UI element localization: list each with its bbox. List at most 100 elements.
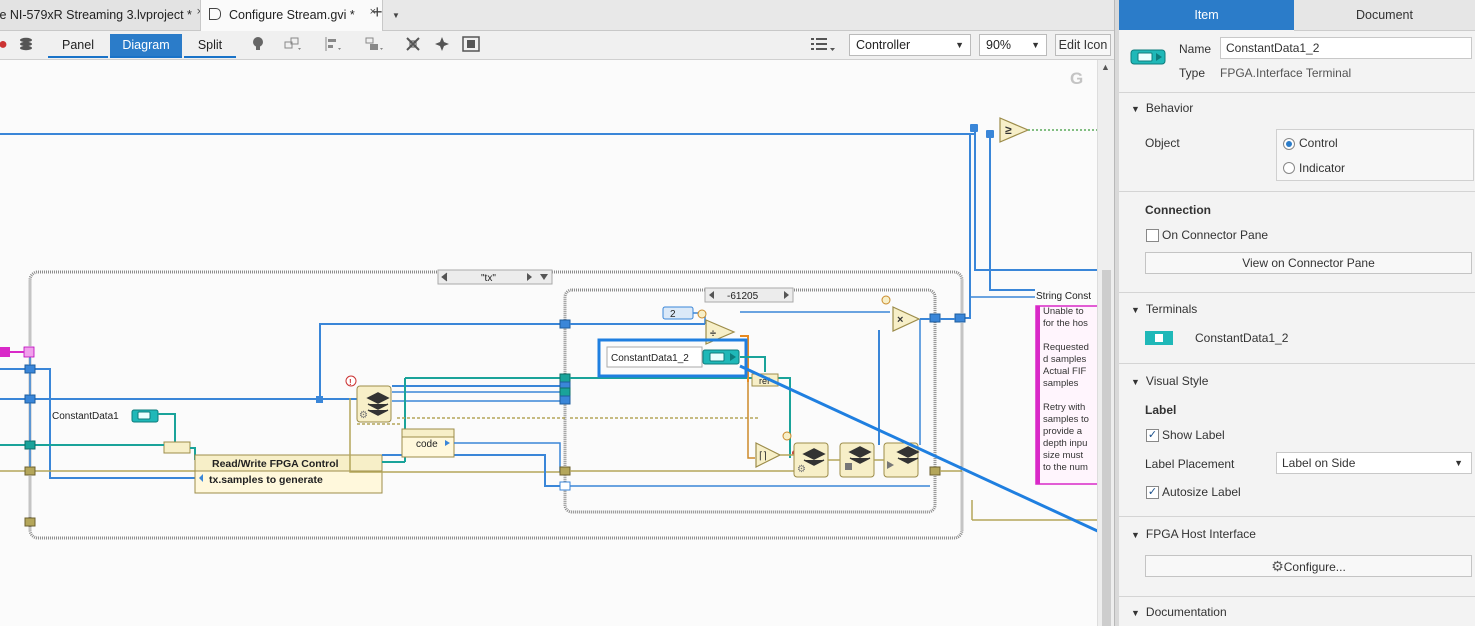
tab-project[interactable]: te NI-579xR Streaming 3.lvproject * ×	[0, 0, 210, 30]
add-tab-caret-icon[interactable]: ▼	[392, 11, 400, 20]
tab-configure-stream-label: Configure Stream.gvi *	[229, 8, 355, 22]
scroll-up-icon[interactable]: ▲	[1101, 62, 1110, 72]
chevron-down-icon: ▼	[1031, 35, 1040, 55]
scrollbar-thumb[interactable]	[1102, 270, 1111, 626]
documentation-heading: Documentation	[1146, 605, 1227, 619]
fpga-terminal-icon	[1130, 48, 1168, 66]
connection-heading: Connection	[1145, 203, 1211, 217]
constant-data1-label: ConstantData1	[52, 411, 119, 422]
distribute-icon[interactable]	[324, 36, 342, 54]
on-connector-pane-checkbox[interactable]	[1146, 229, 1159, 242]
unbundle-node[interactable]	[164, 442, 190, 453]
tab-bar: te NI-579xR Streaming 3.lvproject * × Co…	[0, 0, 1115, 31]
behavior-section-header[interactable]: ▼ Behavior	[1131, 101, 1193, 115]
inner-case-selector-label: -61205	[727, 291, 759, 302]
code-label: code	[416, 439, 438, 450]
expand-triangle-icon: ▼	[1131, 104, 1140, 114]
stop-icon[interactable]: ●	[0, 36, 12, 54]
case-selector-label: "tx"	[481, 273, 496, 284]
fpga-host-interface-section-header[interactable]: ▼ FPGA Host Interface	[1131, 527, 1256, 541]
on-connector-pane-label: On Connector Pane	[1162, 228, 1268, 242]
terminals-section-header[interactable]: ▼ Terminals	[1131, 302, 1197, 316]
indicator-radio[interactable]	[1283, 162, 1295, 174]
view-on-connector-pane-button[interactable]: View on Connector Pane	[1145, 252, 1472, 274]
properties-panel: Item Document Name ConstantData1_2 Type …	[1119, 0, 1475, 626]
toolbar: ● Panel Diagram Split Controller ▼ 90% ▼ E…	[0, 31, 1115, 60]
terminal-icon	[1145, 331, 1173, 345]
vertical-scrollbar[interactable]: ▲	[1097, 60, 1115, 626]
chevron-down-icon: ▼	[955, 35, 964, 55]
auto-layout-icon[interactable]	[433, 36, 451, 54]
svg-text:⚙: ⚙	[797, 464, 806, 475]
gear-icon: ⚙	[1271, 558, 1284, 574]
show-label-checkbox[interactable]: ✓	[1146, 429, 1159, 442]
stack-icon[interactable]	[17, 36, 35, 54]
name-field[interactable]: ConstantData1_2	[1220, 37, 1472, 59]
diagram-view-button[interactable]: Diagram	[110, 34, 182, 58]
visual-style-section-header[interactable]: ▼ Visual Style	[1131, 374, 1208, 388]
gvi-icon	[209, 8, 221, 20]
autosize-label-checkbox[interactable]: ✓	[1146, 486, 1159, 499]
add-tab-button[interactable]: +	[372, 2, 383, 23]
chevron-down-icon: ▼	[1454, 453, 1463, 473]
block-diagram-canvas[interactable]: G ≥ "tx" -61205 ConstantData1 Read/Write…	[0, 60, 1097, 626]
constant-two-label: 2	[670, 309, 676, 320]
show-label-label: Show Label	[1162, 428, 1225, 442]
svg-text:×: ×	[897, 314, 903, 326]
constant-two[interactable]	[663, 307, 693, 319]
expand-triangle-icon: ▼	[1131, 608, 1140, 618]
error-message-text: Unable to for the hos Requested d sample…	[1043, 306, 1097, 482]
g-marker: G	[1070, 69, 1083, 88]
behavior-heading: Behavior	[1146, 101, 1193, 115]
svg-text:⌈⌉: ⌈⌉	[759, 451, 767, 462]
clean-diagram-icon[interactable]	[404, 36, 422, 54]
control-radio-label: Control	[1299, 136, 1338, 150]
configure-button[interactable]: ⚙Configure...	[1145, 555, 1472, 577]
align-icon[interactable]	[284, 36, 302, 54]
terminals-heading: Terminals	[1146, 302, 1197, 316]
list-view-icon[interactable]	[810, 36, 836, 54]
configure-button-label: Configure...	[1284, 560, 1346, 574]
expand-triangle-icon: ▼	[1131, 305, 1140, 315]
name-label: Name	[1179, 42, 1211, 56]
autosize-label-label: Autosize Label	[1162, 485, 1241, 499]
type-label: Type	[1179, 66, 1205, 80]
svg-text:!: !	[349, 378, 352, 387]
block-diagram: G ≥ "tx" -61205 ConstantData1 Read/Write…	[0, 60, 1097, 626]
visual-style-heading: Visual Style	[1146, 374, 1208, 388]
object-radio-group: Control Indicator	[1276, 129, 1474, 181]
fpga-host-interface-heading: FPGA Host Interface	[1146, 527, 1256, 541]
object-label: Object	[1145, 136, 1180, 150]
split-view-button[interactable]: Split	[184, 34, 236, 58]
tab-document[interactable]: Document	[1294, 0, 1475, 31]
control-radio[interactable]	[1283, 138, 1295, 150]
svg-text:≥: ≥	[1005, 123, 1012, 137]
expand-triangle-icon: ▼	[1131, 377, 1140, 387]
label-placement-value: Label on Side	[1282, 456, 1355, 470]
panel-view-button[interactable]: Panel	[48, 34, 108, 58]
svg-text:⚙: ⚙	[359, 410, 368, 421]
target-dropdown[interactable]: Controller ▼	[849, 34, 971, 56]
svg-text:÷: ÷	[710, 328, 716, 340]
tab-configure-stream[interactable]: Configure Stream.gvi * ×	[200, 0, 383, 31]
expand-triangle-icon: ▼	[1131, 530, 1140, 540]
indicator-radio-label: Indicator	[1299, 161, 1345, 175]
lightbulb-icon[interactable]	[249, 36, 267, 54]
label-heading: Label	[1145, 403, 1176, 417]
fit-icon[interactable]	[462, 36, 480, 54]
zoom-dropdown-value: 90%	[986, 38, 1011, 52]
edit-icon-button[interactable]: Edit Icon	[1055, 34, 1111, 56]
readwrite-title: Read/Write FPGA Control	[212, 458, 339, 470]
type-value: FPGA.Interface Terminal	[1220, 66, 1351, 80]
tab-project-label: te NI-579xR Streaming 3.lvproject *	[0, 8, 192, 22]
terminal-name: ConstantData1_2	[1195, 331, 1288, 345]
label-placement-label: Label Placement	[1145, 457, 1234, 471]
readwrite-item: tx.samples to generate	[209, 474, 323, 486]
tab-item[interactable]: Item	[1119, 0, 1294, 30]
label-placement-dropdown[interactable]: Label on Side ▼	[1276, 452, 1472, 474]
string-constant-label: String Const	[1036, 291, 1091, 302]
documentation-section-header[interactable]: ▼ Documentation	[1131, 605, 1227, 619]
zoom-dropdown[interactable]: 90% ▼	[979, 34, 1047, 56]
target-dropdown-value: Controller	[856, 38, 910, 52]
resize-objects-icon[interactable]	[364, 36, 382, 54]
